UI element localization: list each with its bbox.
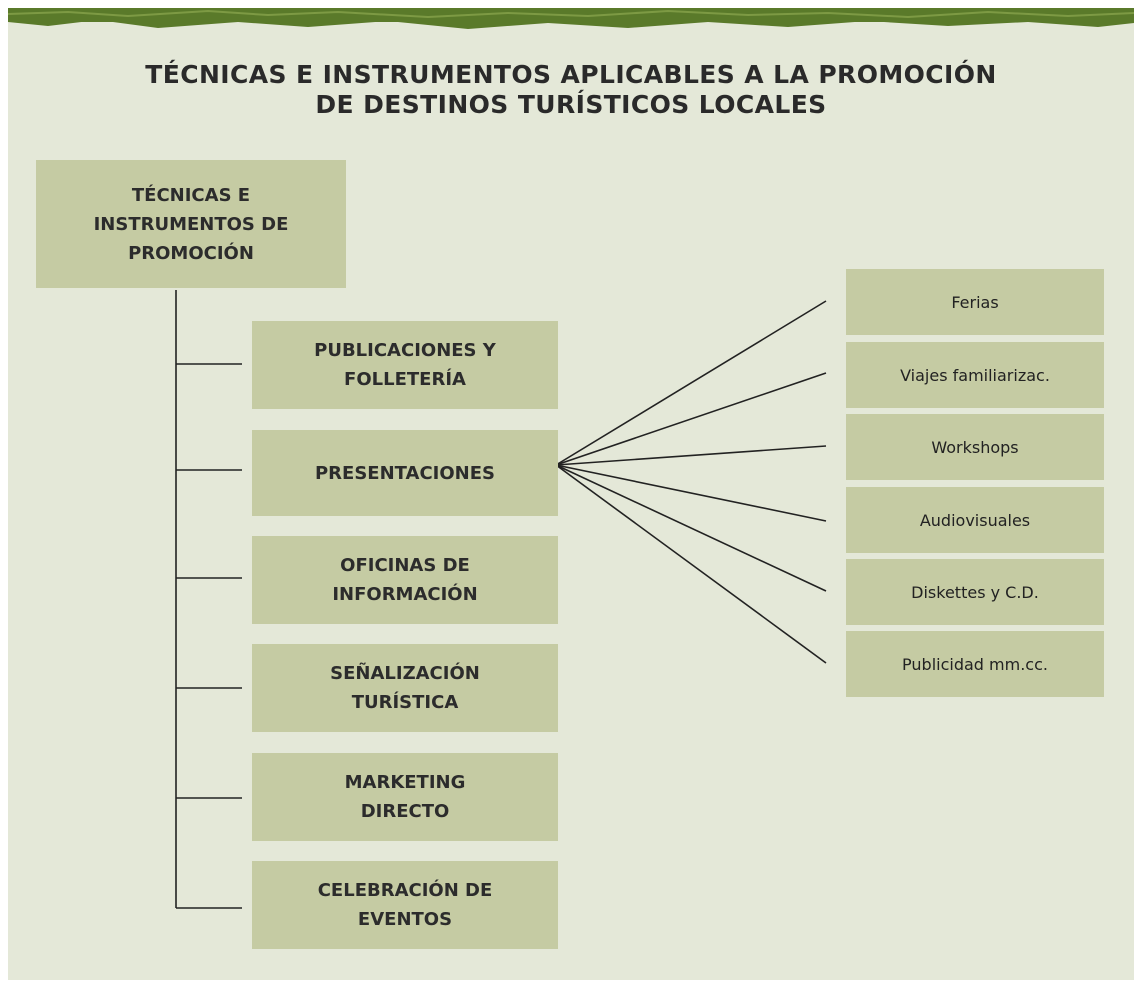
fan-line-4	[555, 464, 827, 522]
category-box-marketing: MARKETING DIRECTO	[252, 753, 558, 841]
fan-line-3	[555, 445, 827, 466]
root-box: TÉCNICAS E INSTRUMENTOS DE PROMOCIÓN	[36, 160, 346, 288]
category-label: PRESENTACIONES	[314, 462, 496, 484]
sub-label: Ferias	[951, 292, 999, 312]
sub-label: Workshops	[931, 437, 1019, 457]
category-label: OFICINAS DE INFORMACIÓN	[332, 555, 478, 605]
diagram-canvas: TÉCNICAS E INSTRUMENTOS APLICABLES A LA …	[8, 8, 1134, 980]
category-box-presentaciones: PRESENTACIONES	[252, 430, 558, 516]
fan-line-6	[555, 464, 827, 664]
sub-label: Viajes familiarizac.	[900, 365, 1050, 385]
category-box-oficinas: OFICINAS DE INFORMACIÓN	[252, 536, 558, 624]
sub-label: Diskettes y C.D.	[911, 582, 1039, 602]
category-box-publicaciones: PUBLICACIONES Y FOLLETERÍA	[252, 321, 558, 409]
fan-line-1	[555, 300, 827, 466]
root-label: TÉCNICAS E INSTRUMENTOS DE PROMOCIÓN	[93, 184, 289, 264]
sub-box-diskettes: Diskettes y C.D.	[846, 559, 1104, 625]
category-label: PUBLICACIONES Y FOLLETERÍA	[314, 340, 496, 390]
sub-label: Audiovisuales	[919, 510, 1031, 530]
category-box-senalizacion: SEÑALIZACIÓN TURÍSTICA	[252, 644, 558, 732]
sub-box-publicidad: Publicidad mm.cc.	[846, 631, 1104, 697]
title-line-2: DE DESTINOS TURÍSTICOS LOCALES	[315, 90, 827, 119]
sub-box-ferias: Ferias	[846, 269, 1104, 335]
fan-line-2	[555, 372, 827, 466]
connector-lines	[175, 290, 827, 909]
sub-box-workshops: Workshops	[846, 414, 1104, 480]
category-label: CELEBRACIÓN DE EVENTOS	[317, 880, 493, 930]
sub-box-viajes: Viajes familiarizac.	[846, 342, 1104, 408]
category-box-eventos: CELEBRACIÓN DE EVENTOS	[252, 861, 558, 949]
title-line-1: TÉCNICAS E INSTRUMENTOS APLICABLES A LA …	[145, 60, 997, 89]
top-decorative-bar	[8, 8, 1134, 29]
sub-box-audiovisuales: Audiovisuales	[846, 487, 1104, 553]
diagram-title: TÉCNICAS E INSTRUMENTOS APLICABLES A LA …	[8, 60, 1134, 120]
sub-label: Publicidad mm.cc.	[902, 654, 1048, 674]
category-label: MARKETING DIRECTO	[344, 772, 466, 822]
category-label: SEÑALIZACIÓN TURÍSTICA	[330, 663, 480, 713]
fan-line-5	[555, 464, 827, 592]
